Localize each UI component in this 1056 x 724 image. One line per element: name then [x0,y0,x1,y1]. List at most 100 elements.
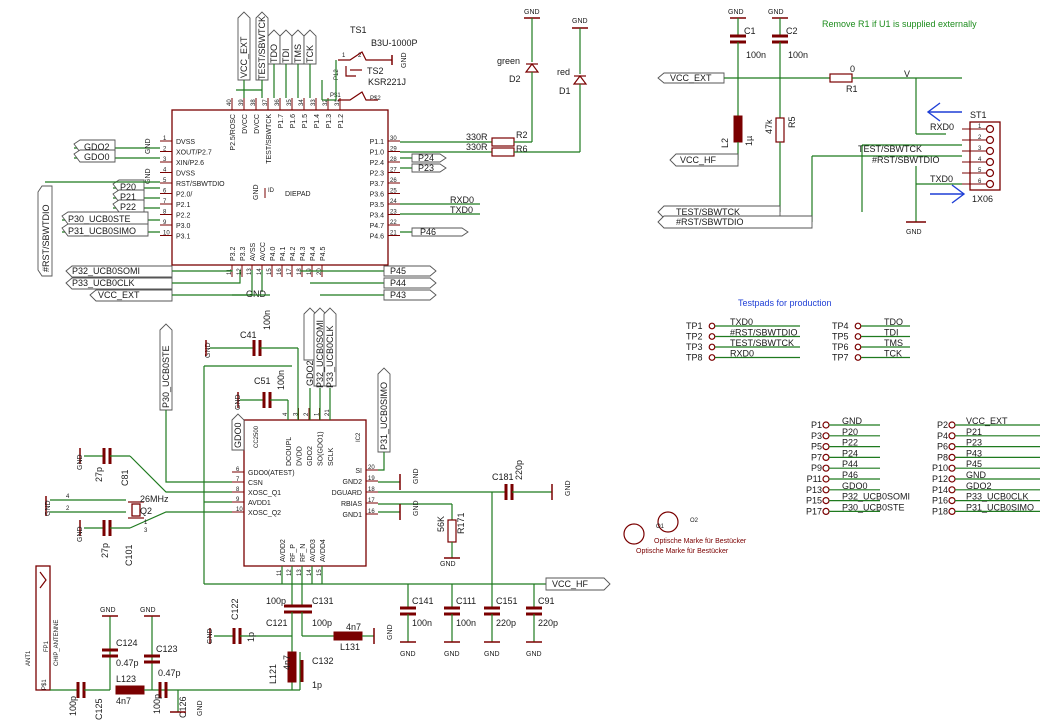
testpad-label: TP4 [832,321,849,331]
mcu-top-pin-name: P1.2 [338,114,345,129]
radio-left-pin-name: AVDD1 [248,500,271,507]
c181-value: 220p [514,460,524,480]
radio-right-pin-name: SI [355,468,362,475]
c126-name: C126 [178,696,188,718]
led-gnd2: GND [572,18,588,25]
mcu-top-pin-name: P1.4 [314,114,321,129]
radio-bottom-pin-name: AVDD4 [320,539,327,562]
connector-pad [822,432,830,440]
mcu-left-nets: GDO2 GDO0 GND GND P20 P21 P22 P30_UCB0ST… [37,138,160,277]
ts1-pin2: 2 [358,53,362,59]
mcu-top-pin-num: 31 [335,99,341,106]
radio-top-pin-name: SO(GDO1) [318,431,325,466]
radio-right-pin-name: GND1 [343,512,363,519]
fiducial-o1-label: O1 [656,524,665,530]
net-p24-right: P24 [418,153,434,163]
connector-net: P24 [842,448,858,458]
mcu-right-pin-name: P1.0 [370,150,385,157]
c1-name: C1 [744,26,756,36]
st1-net-rst: #RST/SBWTDIO [872,155,940,165]
l131-value: 4n7 [346,622,361,632]
c121-value: 100p [266,596,286,606]
c125-value: 100p [68,696,78,716]
mcu-right-pin-name: P4.6 [370,234,385,241]
fiducials: O1 O2 Optische Marke für Bestücker Optis… [623,511,747,555]
connector-pad [948,432,956,440]
net-p22-left: P22 [120,202,136,212]
ts2-name: TS2 [367,66,384,76]
c2-name: C2 [786,26,798,36]
radio-left-pin-num: 6 [236,467,240,473]
gnd2-gnd: GND [413,468,420,484]
connector-label: P15 [806,496,822,506]
mcu-right-pin-name: P1.1 [370,139,385,146]
note-remove-r1: Remove R1 if U1 is supplied externally [822,19,977,29]
l121-name: L121 [268,664,278,684]
radio-top-pin-num: 2 [304,412,310,416]
mcu-gnd-left2: GND [145,168,152,184]
v-node: V [904,69,910,79]
connector-net: P22 [842,438,858,448]
connector-label: P9 [811,463,822,473]
mcu-top-pin-name: TEST/SBWTCK [266,114,273,164]
net-rxd0-right: RXD0 [450,195,474,205]
net-tdo-top: TDO [269,44,279,63]
connector-net: P32_UCB0SOMI [842,492,910,502]
led-d2-color: green [497,56,520,66]
net-test-top: TEST/SBWTCK [257,16,267,80]
connector-label: P12 [932,474,948,484]
radio-left-pin-name: CSN [248,480,263,487]
ts1-part: B3U-1000P [371,38,418,48]
ant-p1: P$1 [42,679,48,690]
net-p32-bottom: P32_UCB0SOMI [72,266,140,276]
c124-name: C124 [116,638,138,648]
mcu-bottom-pin-name: P4.4 [310,246,317,261]
mcu-right-pin-num: 30 [390,136,397,142]
st1-pin-num: 4 [978,157,982,163]
ts1-name: TS1 [350,25,367,35]
radio-left-pin-name: XOSC_Q1 [248,490,281,497]
testpad-pad [708,354,716,361]
ts1-gnd: GND [401,52,408,68]
st1-pin-num: 3 [978,146,982,152]
mcu-left-pin-num: 5 [163,178,167,184]
mcu-left-pin-name: P2.1 [176,202,191,209]
mcu-top-pin-num: 32 [323,99,329,106]
connector-net: P43 [966,448,982,458]
c101-name: C101 [124,544,134,566]
net-p31-left: P31_UCB0SIMO [68,226,136,236]
radio-bottom-pin-num: 13 [297,569,303,576]
connector-pad [822,453,830,461]
l123-name: L123 [116,674,136,684]
c126-gnd: GND [197,700,204,716]
connector-pad [948,443,956,451]
mcu-bottom-pin-num: 16 [277,268,283,275]
radio-bottom-pin-name: RF_P [290,544,297,562]
mcu-top-pin-num: 39 [239,99,245,106]
mcu-top-pin-num: 33 [311,99,317,106]
net-p43-right: P43 [390,290,406,300]
mcu-left-pin-name: RST/SBWTDIO [176,181,225,188]
net-p46-right: P46 [420,227,436,237]
connector-pad [948,475,956,483]
testpad-pad [708,322,716,330]
connector-net: P31_UCB0SIMO [966,502,1034,512]
decap-name: C111 [456,596,476,606]
testpad-pad [854,343,862,351]
radio-top-pin-name: SCLK [328,447,335,466]
leds-block: GND green D2 GND red D1 330R R2 330R R6 [400,9,588,157]
mcu-bottom-pin-num: 15 [267,268,273,275]
radio-left-pin-name: GDO0(ATEST) [248,470,295,477]
net-gnd-bottom: GND [246,289,267,299]
mcu-left-pin-name: P2.0/ [176,192,192,199]
mcu-right-pin-num: 21 [390,231,397,237]
c123-name: C123 [156,644,178,654]
connector-pad [822,464,830,472]
c131-name: C131 [312,596,334,606]
connector-pad [822,507,830,515]
mcu-left-pin-num: 2 [163,147,167,153]
c122-value: 1p [246,632,256,642]
connector-label: P18 [932,506,948,516]
mcu-right-pin-num: 26 [390,178,397,184]
